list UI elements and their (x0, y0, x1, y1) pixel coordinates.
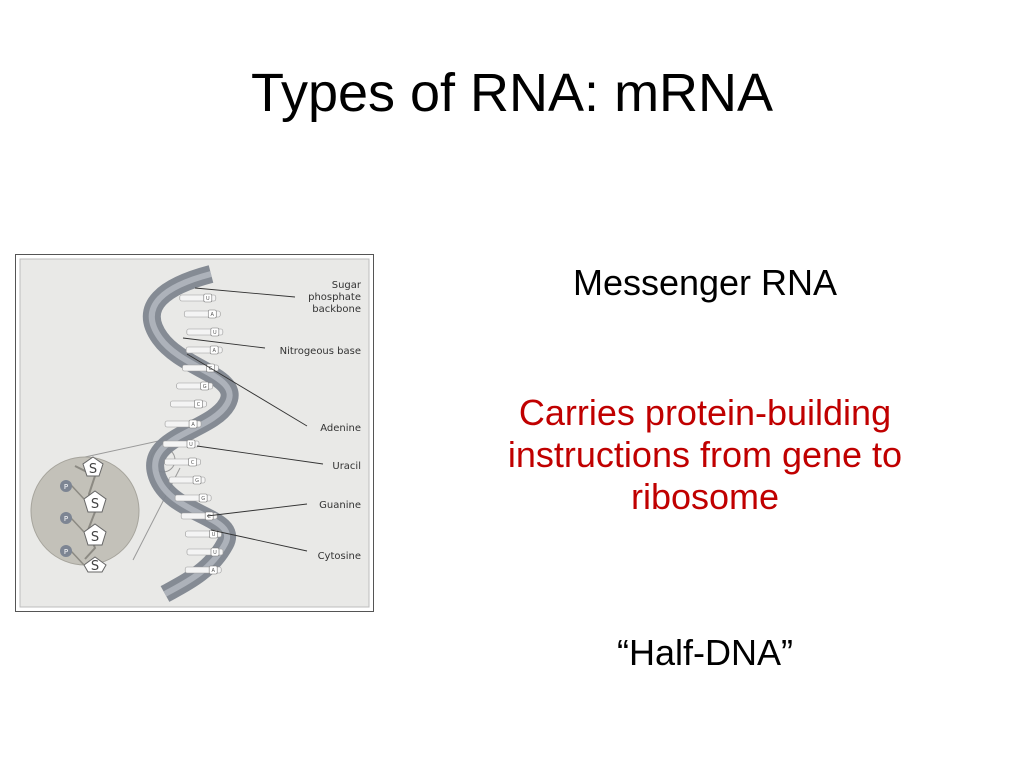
base-letter: A (211, 568, 215, 574)
base-letter: C (191, 460, 195, 466)
label-uracil: Uracil (332, 461, 361, 472)
base-tag (186, 439, 196, 449)
base-tag (208, 565, 218, 575)
base-tag (210, 327, 220, 337)
label-sugar-3: backbone (312, 304, 361, 315)
base-letter: C (209, 366, 213, 372)
phosphate-circle: P (60, 545, 72, 557)
base-letter: U (206, 296, 210, 302)
base-letter: G (201, 496, 205, 502)
base-tag (209, 529, 218, 539)
base-letter: G (195, 478, 199, 484)
sugar-pentagon: S (83, 523, 107, 546)
base-letter: A (211, 312, 215, 318)
sugar-pentagon: S (83, 556, 107, 574)
sugar-pentagon: S (83, 490, 107, 513)
base-tag (203, 293, 213, 303)
label-sugar-1: Sugar (332, 280, 362, 291)
phosphate-circle: P (60, 512, 72, 524)
base-letter: C (197, 402, 201, 408)
base-tag (198, 493, 208, 503)
slide-subtitle: Messenger RNA (572, 262, 838, 303)
base-tag (200, 381, 209, 391)
slide-nickname: “Half-DNA” (617, 632, 793, 673)
svg-text:P: P (64, 515, 68, 523)
label-sugar-2: phosphate (308, 292, 361, 303)
base-letter: U (213, 330, 217, 336)
base-letter: U (189, 442, 193, 448)
base-letter: C (207, 514, 211, 520)
svg-text:P: P (64, 548, 68, 556)
svg-text:S: S (91, 530, 99, 545)
zoom-circle: S S S S P P (30, 439, 181, 574)
base-letter: A (212, 348, 216, 354)
rna-strand-diagram: S S S S P P (15, 254, 374, 612)
base-letter: A (191, 422, 195, 428)
slide-title: Types of RNA: mRNA (250, 63, 774, 123)
svg-text:S: S (91, 559, 99, 574)
nucleotide-bases: U A U A C G C A U C G G C U U A (162, 293, 224, 575)
svg-text:P: P (64, 483, 68, 491)
phosphate-circle: P (60, 480, 72, 492)
svg-text:S: S (91, 497, 99, 512)
label-adenine: Adenine (320, 423, 361, 434)
label-guanine: Guanine (319, 500, 361, 511)
sugar-pentagon: S (82, 456, 104, 477)
label-nitrogeous-base: Nitrogeous base (280, 346, 361, 357)
label-cytosine: Cytosine (318, 551, 361, 562)
base-letter: U (212, 532, 216, 538)
base-tag (209, 345, 219, 355)
base-tag (207, 309, 217, 319)
base-tag (192, 475, 202, 485)
base-tag (188, 457, 197, 467)
slide-description: Carries protein-building instructions fr… (507, 392, 903, 517)
base-tag (210, 547, 220, 557)
helix-backbone (142, 265, 239, 602)
base-letter: G (203, 384, 207, 390)
base-letter: U (213, 550, 217, 556)
base-tag (188, 419, 198, 429)
svg-text:S: S (89, 462, 97, 477)
base-tag (194, 399, 203, 409)
